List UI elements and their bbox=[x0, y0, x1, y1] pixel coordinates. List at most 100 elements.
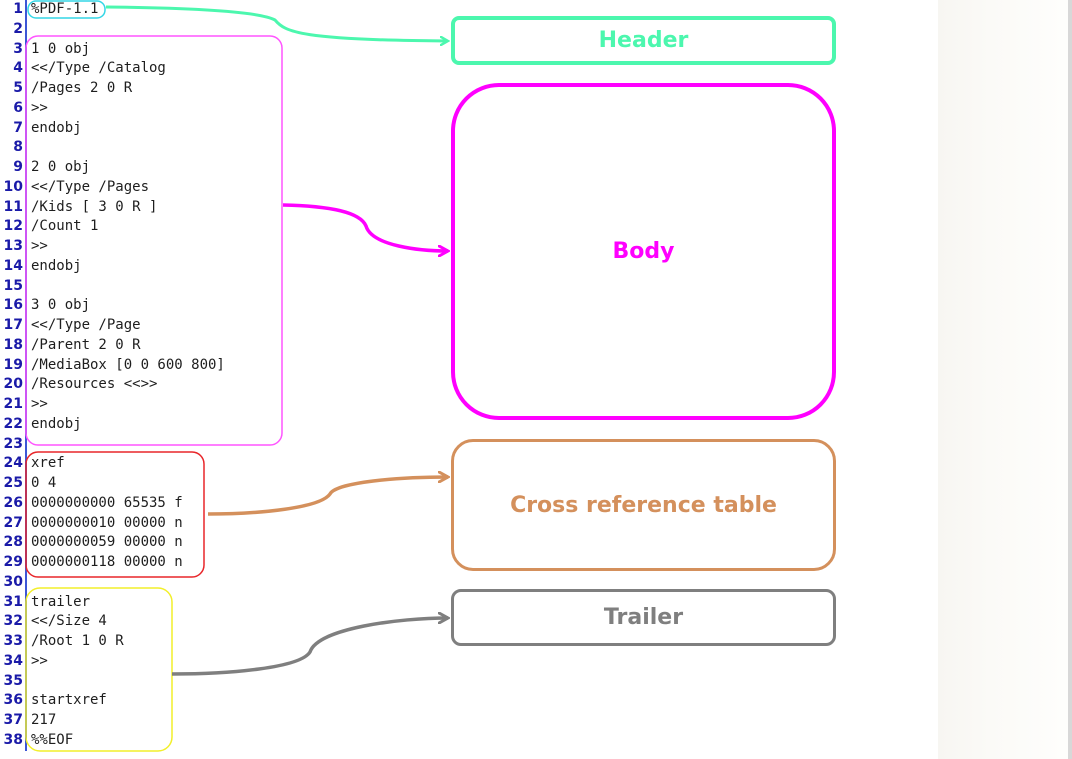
code-line: 30 bbox=[0, 572, 31, 593]
code-text: >> bbox=[31, 396, 48, 412]
trailer-connector-arrow bbox=[171, 618, 448, 676]
line-number: 22 bbox=[3, 415, 23, 432]
line-number: 24 bbox=[3, 455, 23, 472]
code-line: 26 0000000000 65535 f bbox=[0, 493, 183, 514]
code-line: 16 3 0 obj bbox=[0, 296, 91, 317]
line-number: 11 bbox=[3, 198, 23, 215]
code-text: /Pages 2 0 R bbox=[31, 80, 133, 96]
code-text: <</Type /Page bbox=[31, 317, 141, 333]
code-text: 0000000000 65535 f bbox=[31, 494, 183, 511]
code-text: /Kids [ 3 0 R ] bbox=[31, 198, 158, 215]
line-number: 16 bbox=[3, 297, 23, 314]
code-text: 1 0 obj bbox=[31, 40, 91, 57]
cross-reference-table-box-label: Cross reference table bbox=[510, 492, 777, 518]
code-text: 0000000059 00000 n bbox=[31, 534, 183, 551]
header-box-label: Header bbox=[598, 28, 689, 53]
body-connector-arrow bbox=[282, 203, 448, 251]
gutter-bar bbox=[25, 19, 27, 40]
line-number: 7 bbox=[13, 119, 23, 136]
code-line: 4 <</Type /Catalog bbox=[0, 59, 166, 80]
code-text: 2 0 obj bbox=[31, 159, 91, 175]
code-text: >> bbox=[31, 238, 48, 254]
code-text: >> bbox=[31, 99, 48, 116]
code-text: /Root 1 0 R bbox=[31, 633, 124, 649]
code-text: xref bbox=[31, 455, 65, 472]
line-number: 27 bbox=[3, 514, 23, 531]
code-text: <</Type /Catalog bbox=[31, 60, 166, 77]
code-text: %%EOF bbox=[31, 731, 74, 748]
code-line: 10 <</Type /Pages bbox=[0, 177, 150, 198]
line-number: 14 bbox=[3, 257, 23, 274]
line-number: 26 bbox=[3, 494, 23, 511]
line-number: 32 bbox=[3, 613, 23, 630]
code-line: 29 0000000118 00000 n bbox=[0, 553, 183, 573]
code-text: >> bbox=[31, 652, 48, 669]
code-line: 31 trailer bbox=[0, 592, 91, 613]
code-line: 23 bbox=[0, 434, 31, 455]
code-line: 20/Resources <<>> bbox=[0, 375, 157, 396]
line-number: 33 bbox=[3, 633, 23, 649]
line-number: 15 bbox=[3, 277, 23, 294]
line-number: 28 bbox=[3, 534, 23, 551]
gutter-bar bbox=[25, 0, 27, 20]
code-text: %PDF-1.1 bbox=[31, 1, 99, 17]
code-line: 19/MediaBox [0 0 600 800] bbox=[0, 355, 225, 376]
line-number: 3 bbox=[13, 40, 23, 57]
code-text: endobj bbox=[31, 257, 82, 274]
gutter-bar bbox=[25, 572, 27, 593]
header-connector-arrow bbox=[105, 5, 448, 41]
code-text: 0 4 bbox=[31, 475, 57, 491]
line-number: 4 bbox=[13, 60, 23, 77]
code-line: 21 >> bbox=[0, 395, 48, 415]
line-number: 10 bbox=[3, 178, 23, 195]
line-number: 30 bbox=[3, 573, 23, 590]
code-text: 0000000010 00000 n bbox=[31, 514, 183, 531]
code-line: 12/Count 1 bbox=[0, 217, 98, 238]
line-number: 18 bbox=[3, 336, 23, 353]
cross-reference-table-box: Cross reference table bbox=[451, 439, 836, 571]
code-line: 37 217 bbox=[0, 711, 56, 731]
line-number: 29 bbox=[3, 554, 23, 570]
code-line: 13 >> bbox=[0, 237, 48, 257]
gutter-bar bbox=[25, 434, 27, 455]
line-number: 8 bbox=[13, 139, 23, 156]
code-text: <</Size 4 bbox=[31, 613, 107, 630]
line-number: 35 bbox=[3, 672, 23, 689]
code-text: /Parent 2 0 R bbox=[31, 336, 141, 353]
xref-code-bracket bbox=[25, 451, 205, 578]
trailer-box: Trailer bbox=[451, 589, 836, 646]
code-text: /MediaBox [0 0 600 800] bbox=[31, 356, 225, 373]
line-number: 20 bbox=[3, 376, 23, 393]
line-number: 2 bbox=[13, 20, 23, 37]
code-text: 3 0 obj bbox=[31, 297, 91, 314]
code-line: 33/Root 1 0 R bbox=[0, 632, 124, 652]
header-box: Header bbox=[451, 16, 836, 65]
code-line: 11/Kids [ 3 0 R ] bbox=[0, 197, 158, 218]
line-number: 6 bbox=[13, 99, 23, 116]
line-number: 36 bbox=[3, 692, 23, 709]
line-number: 19 bbox=[3, 356, 23, 373]
code-line: 17 <</Type /Page bbox=[0, 316, 141, 336]
line-number: 31 bbox=[3, 593, 23, 610]
body-code-bracket bbox=[25, 35, 283, 446]
line-number: 25 bbox=[3, 475, 23, 491]
trailer-code-bracket bbox=[25, 587, 173, 752]
line-number: 13 bbox=[3, 238, 23, 254]
code-text: 0000000118 00000 n bbox=[31, 554, 183, 570]
code-text: trailer bbox=[31, 593, 91, 610]
line-number: 21 bbox=[3, 396, 23, 412]
code-text: startxref bbox=[31, 692, 107, 709]
trailer-box-label: Trailer bbox=[603, 605, 684, 630]
line-number: 37 bbox=[3, 712, 23, 728]
code-text: 217 bbox=[31, 712, 57, 728]
line-number: 38 bbox=[3, 731, 23, 748]
line-number: 5 bbox=[13, 80, 23, 96]
code-text: endobj bbox=[31, 415, 82, 432]
line-number: 17 bbox=[3, 317, 23, 333]
xref-connector-arrow bbox=[207, 477, 448, 516]
line-number: 23 bbox=[3, 435, 23, 452]
code-text: <</Type /Pages bbox=[31, 178, 150, 195]
code-text: endobj bbox=[31, 119, 82, 136]
code-line: 1%PDF-1.1 bbox=[0, 0, 98, 20]
